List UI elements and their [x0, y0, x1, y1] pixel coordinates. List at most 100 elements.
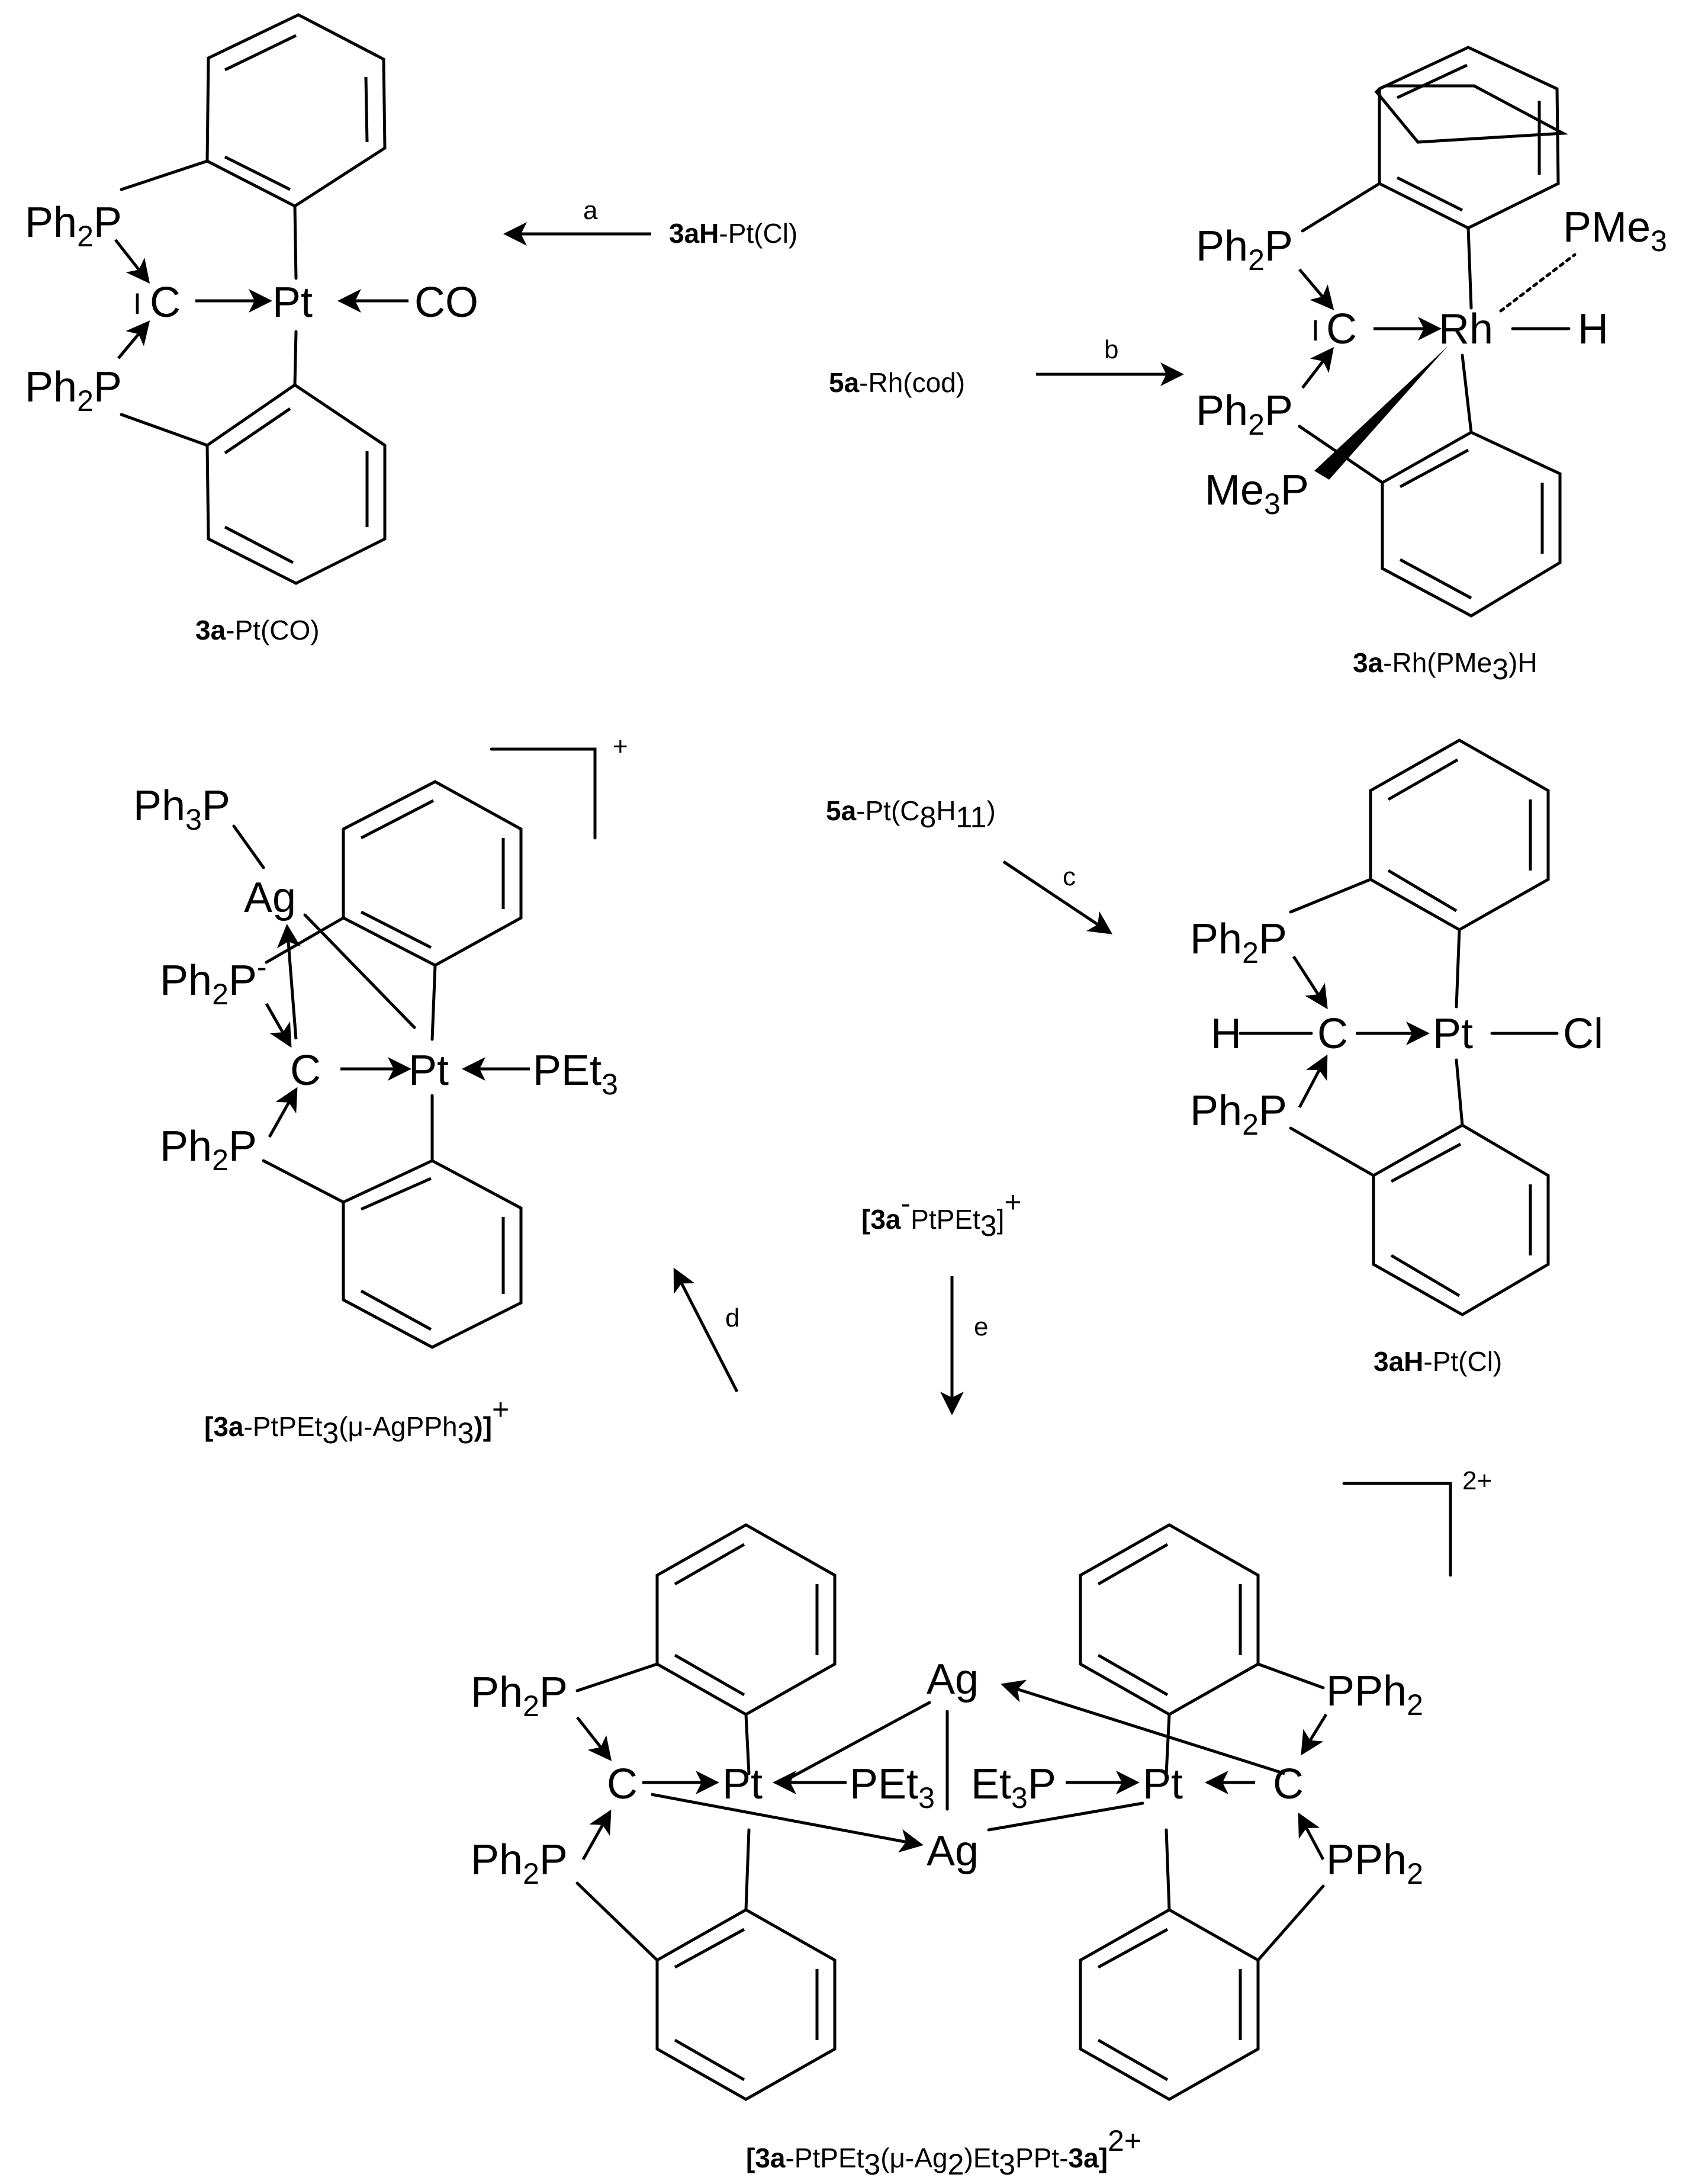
platinum-label: Pt [1433, 1010, 1473, 1058]
reagent-text: H [936, 795, 956, 826]
p-label: P [94, 364, 122, 411]
p-label: P [202, 782, 230, 830]
hashed-bond [1499, 253, 1577, 313]
platinum-label: Pt [1143, 1761, 1183, 1808]
dative-bond [1301, 347, 1334, 389]
ring-double-bond [1390, 1142, 1462, 1183]
svg-text:Ph2P: Ph2P [160, 1123, 257, 1177]
svg-text:[3a-PtPEt3(μ-Ag2)Et3PPt-3a]2+: [3a-PtPEt3(μ-Ag2)Et3PPt-3a]2+ [746, 2124, 1141, 2181]
subscript: 3 [185, 803, 202, 836]
pph-label: PPh [1326, 1836, 1407, 1884]
subscript: 2 [77, 384, 94, 417]
ring-double-bond [1396, 63, 1468, 99]
p-label: P [229, 1123, 257, 1170]
ring-double-bond [674, 1543, 745, 1586]
svg-text:Ph2P-: Ph2P- [160, 950, 267, 1011]
compound-caption-bold: 3a [195, 615, 226, 645]
rhodium-label: Rh [1439, 306, 1493, 353]
bond-pt-ag [780, 1701, 931, 1784]
compound-caption-bold: 3a [1069, 2143, 1099, 2173]
ring-double-bond [360, 910, 432, 949]
platinum-label: Pt [272, 279, 313, 326]
dative-bond [1298, 268, 1334, 310]
compound-caption: )H [1508, 647, 1537, 678]
bond-p-aryl [1301, 182, 1381, 233]
subscript: 2 [1407, 1688, 1423, 1721]
compound-3a-ptpet3-agpph3: + Ph3P Ag Ph2P- C Pt PEt3 Ph2P [3a-PtPEt… [133, 732, 628, 1450]
ring-double-bond [224, 407, 291, 455]
p-label: P [1281, 467, 1309, 514]
reagent-text: ) [986, 795, 995, 826]
bond-pt-aryl [1455, 1058, 1464, 1127]
step-a: a 3aH-Pt(Cl) [503, 196, 797, 249]
svg-text:PMe3: PMe3 [1563, 204, 1667, 258]
platinum-label: Pt [408, 1047, 449, 1094]
ring-double-bond [674, 1653, 745, 1697]
compound-caption: -PtPEt [243, 1411, 322, 1442]
pet-label: PEt [533, 1047, 602, 1094]
ring-double-bond [360, 799, 435, 840]
p-label: P [1265, 223, 1293, 270]
reagent-text: PtPEt [911, 1204, 980, 1235]
bond-p-aryl [575, 1662, 659, 1692]
ring-double-bond [1097, 1543, 1169, 1586]
compound-caption: (μ-Ag [880, 2143, 947, 2173]
charge-bracket [490, 747, 597, 840]
subscript: 3 [322, 1417, 339, 1450]
reagent-text: -Pt(C [856, 795, 919, 826]
dative-bond [581, 1809, 612, 1861]
bond-rh-aryl [1466, 226, 1473, 310]
compound-caption-bold: [3a [204, 1411, 244, 1442]
ring-double-bond [224, 34, 297, 72]
compound-caption: -Pt(Cl) [1423, 1346, 1502, 1377]
ring-double-bond [360, 1289, 432, 1331]
step-d: d [673, 1267, 739, 1393]
reaction-arrow-c [1002, 860, 1113, 934]
subscript: 2 [1248, 408, 1265, 441]
bond-p-aryl [1289, 1126, 1375, 1177]
compound-3a-pt-co: Ph2P Ph2P I C Pt CO 3a-Pt(CO) [25, 13, 478, 645]
ring-double-bond [1097, 1928, 1169, 1969]
step-label-a: a [583, 196, 598, 225]
ring-double-bond [1387, 869, 1458, 913]
p-label: P [229, 957, 257, 1004]
bond-p-aryl [1256, 1884, 1325, 1962]
aryl-ring-right-lower [1079, 1908, 1260, 2101]
reagent-bold: 5a [829, 367, 860, 398]
svg-text:[3a-PtPEt3(μ-AgPPh3)]+: [3a-PtPEt3(μ-AgPPh3)]+ [204, 1393, 509, 1450]
wedge-bond [1314, 346, 1448, 480]
ph-label: Ph [160, 1123, 212, 1170]
bond-p-ag [232, 824, 265, 869]
bond-pt-aryl [1455, 928, 1461, 1009]
carbon-label: C [607, 1761, 638, 1808]
dative-bond [1301, 1713, 1328, 1756]
compound-caption: -PtPEt [785, 2143, 864, 2173]
bond-pt-aryl [1165, 1828, 1171, 1912]
aryl-ring-left-upper [655, 1523, 837, 1716]
p-label: P [1028, 1761, 1056, 1808]
bond-p-aryl [1289, 878, 1372, 914]
aryl-ring-lower [205, 383, 387, 585]
ph-label: Ph [160, 957, 212, 1004]
reagent-bold: 5a [826, 795, 857, 826]
ring-double-bond [1396, 176, 1463, 212]
svg-text:PEt3: PEt3 [850, 1761, 935, 1814]
step-c: 5a-Pt(C8H11) c [826, 795, 1113, 934]
compound-caption-bold: )] [474, 1411, 492, 1442]
ring-double-bond [224, 155, 291, 191]
svg-text:Ph2P: Ph2P [1190, 1087, 1287, 1141]
subscript: 3 [999, 2148, 1015, 2181]
bond-pt-aryl [430, 963, 437, 1041]
carbon-label: C [1273, 1761, 1304, 1808]
p-label: P [1259, 1087, 1287, 1135]
compound-caption: PPt- [1015, 2143, 1068, 2173]
ph-label: Ph [1190, 916, 1242, 963]
silver-label: Ag [927, 1828, 979, 1875]
subscript: 2 [948, 2148, 964, 2181]
dative-bond [1292, 955, 1328, 1010]
step-label-c: c [1063, 862, 1076, 891]
subscript: 2 [212, 1144, 229, 1177]
bond-pt-aryl [1165, 1713, 1171, 1775]
svg-text:Ph2P: Ph2P [471, 1836, 568, 1890]
subscript: 8 [920, 801, 937, 834]
